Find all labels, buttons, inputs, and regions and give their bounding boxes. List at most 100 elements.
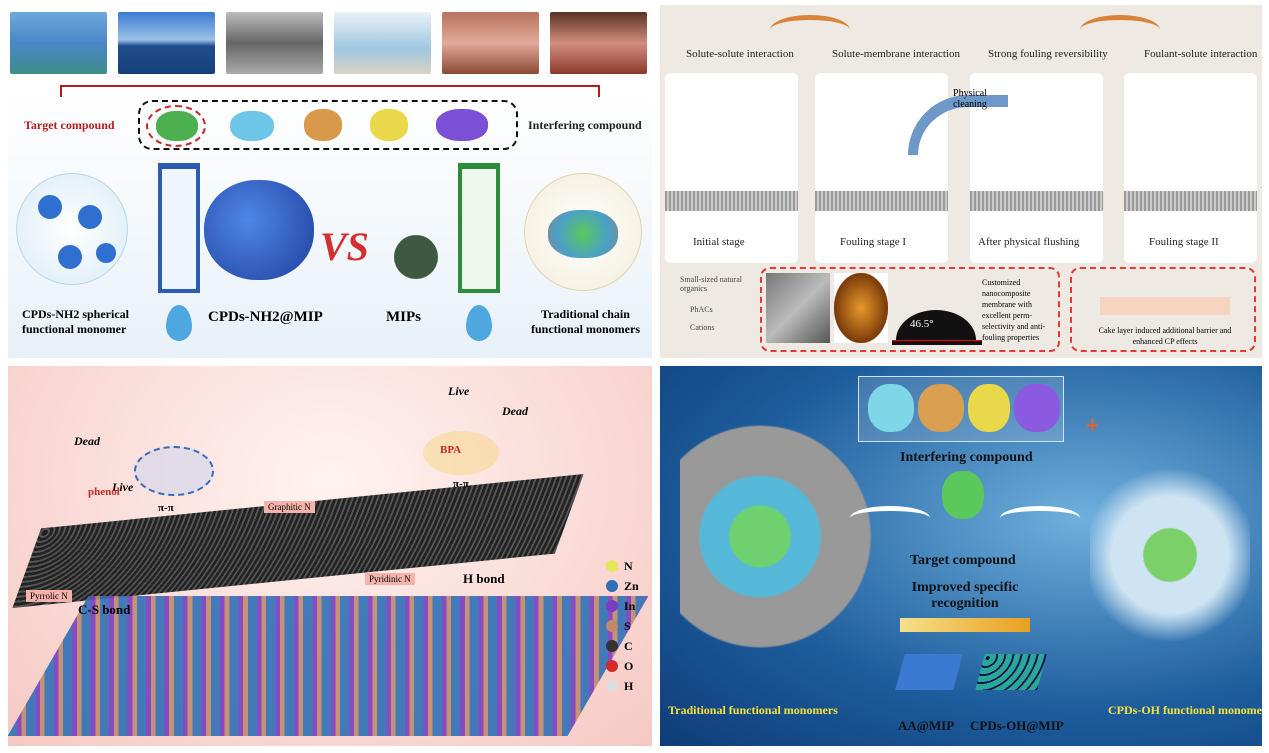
pi-pi-label-2: π-π xyxy=(453,478,469,490)
photo-milk xyxy=(334,12,431,74)
bpa-bubble xyxy=(423,431,499,475)
blocked-cross-icon: + xyxy=(1085,411,1100,440)
cpds-oh-mip-label: CPDs-OH@MIP xyxy=(970,718,1064,733)
photo-meat xyxy=(442,12,539,74)
header-foulant-solute: Foulant-solute interaction xyxy=(1144,48,1258,60)
arrow-right xyxy=(1000,506,1080,530)
live-label-1: Live xyxy=(112,480,134,494)
pi-pi-label-1: π-π xyxy=(158,502,174,514)
legend-cations: Cations xyxy=(690,323,715,332)
interfering-molecule-4 xyxy=(1014,384,1060,432)
legend-label: S xyxy=(624,618,631,633)
cpds-mip-label: CPDs-NH2@MIP xyxy=(208,309,323,325)
target-molecule xyxy=(156,111,198,141)
contact-angle-base xyxy=(892,340,982,345)
legend-organics: Small-sized natural organics xyxy=(680,275,742,293)
interfering-molecule-2 xyxy=(304,109,342,141)
compound-box xyxy=(138,100,518,150)
cpds-oh-cluster xyxy=(1090,456,1250,676)
interfering-compound-label: Interfering compound xyxy=(528,118,642,132)
vs-label: VS xyxy=(320,224,369,269)
phenol-label: phenol xyxy=(88,486,120,498)
stage-initial: Initial stage xyxy=(665,73,798,263)
membrane-detail-box xyxy=(760,267,1060,352)
sem-image xyxy=(766,273,830,343)
header-solute-membrane: Solute-membrane interaction xyxy=(832,48,960,60)
panel-membrane-fouling: Solute-solute interaction Solute-membran… xyxy=(660,5,1262,358)
legend-label: H xyxy=(624,678,634,693)
mips-label: MIPs xyxy=(386,309,421,325)
legend-label: In xyxy=(624,598,636,613)
bracket-line xyxy=(60,85,600,97)
h-bond-label: H bond xyxy=(463,571,505,586)
atom-n-icon xyxy=(606,560,618,572)
legend-label: N xyxy=(624,558,633,573)
dead-label-2: Dead xyxy=(502,404,528,418)
element-legend: N Zn In S C O H xyxy=(606,556,646,696)
pyrrolic-n-label: Pyrrolic N xyxy=(26,590,72,602)
cs-bond-label: C-S bond xyxy=(78,602,131,617)
stage-label: Initial stage xyxy=(693,236,745,248)
legend-zn: Zn xyxy=(606,576,646,596)
improved-label: Improved specific recognition xyxy=(911,580,1019,611)
droplet-left xyxy=(166,305,192,341)
panel-mip-selectivity: Target compound Interfering compound VS … xyxy=(8,5,652,358)
traditional-label: Traditional functional monomers xyxy=(668,703,838,717)
interfering-label: Interfering compound xyxy=(900,450,1033,465)
legend-s: S xyxy=(606,616,646,636)
bpa-label: BPA xyxy=(440,444,462,456)
arrow-top-2 xyxy=(1080,15,1160,45)
cake-layer-illustration xyxy=(1100,297,1230,315)
interfering-molecule-3 xyxy=(968,384,1010,432)
panel-recognition: + Interfering compound Target compound I… xyxy=(660,366,1262,746)
legend-label: C xyxy=(624,638,633,653)
legend-phacs: PhACs xyxy=(690,305,713,314)
phenol-bubble xyxy=(134,446,214,496)
stage-label: Fouling stage II xyxy=(1149,236,1219,248)
target-molecule xyxy=(942,471,984,519)
column-right xyxy=(458,163,500,293)
column-left xyxy=(158,163,200,293)
atom-o-icon xyxy=(606,660,618,672)
legend-label: Zn xyxy=(624,578,639,593)
interfering-molecule-3 xyxy=(370,109,408,141)
graphitic-n-label: Graphitic N xyxy=(264,501,315,513)
stage-label: Fouling stage I xyxy=(840,236,906,248)
legend-n: N xyxy=(606,556,646,576)
atom-h-icon xyxy=(606,680,618,692)
cpds-particle xyxy=(78,205,102,229)
photo-meat-2 xyxy=(550,12,647,74)
afm-image xyxy=(834,273,888,343)
stage-fouling-1: Fouling stage I xyxy=(815,73,948,263)
legend-o: O xyxy=(606,656,646,676)
droplet-right xyxy=(466,305,492,341)
photo-sea xyxy=(10,12,107,74)
cpds-oh-mip-surface xyxy=(975,654,1047,690)
cpds-mip-mascot xyxy=(204,180,314,280)
legend-label: O xyxy=(624,658,634,673)
header-solute-solute: Solute-solute interaction xyxy=(686,48,794,60)
target-compound-label: Target compound xyxy=(24,118,115,132)
cpds-particle xyxy=(38,195,62,219)
aa-mip-label: AA@MIP xyxy=(898,718,955,733)
stage-label: After physical flushing xyxy=(978,236,1080,248)
legend-h: H xyxy=(606,676,646,696)
cpds-oh-monomer-label: CPDs-OH functional monomer xyxy=(1108,703,1262,717)
interfering-molecule-4 xyxy=(436,109,488,141)
physical-cleaning-label: Physical cleaning xyxy=(953,88,987,110)
improved-arrow xyxy=(900,618,1030,632)
atom-zn-icon xyxy=(606,580,618,592)
atom-s-icon xyxy=(606,620,618,632)
arrow-top-1 xyxy=(770,15,850,45)
contact-angle-value: 46.5° xyxy=(910,318,934,330)
legend-in: In xyxy=(606,596,646,616)
cpds-particle xyxy=(58,245,82,269)
photo-lake xyxy=(118,12,215,74)
pyridinic-n-label: Pyridinic N xyxy=(365,573,415,585)
traditional-monomer-molecule xyxy=(680,406,880,696)
mips-mascot xyxy=(394,235,438,279)
legend-c: C xyxy=(606,636,646,656)
dead-label-1: Dead xyxy=(74,434,100,448)
live-label-2: Live xyxy=(448,384,470,398)
aa-mip-surface xyxy=(895,654,963,690)
